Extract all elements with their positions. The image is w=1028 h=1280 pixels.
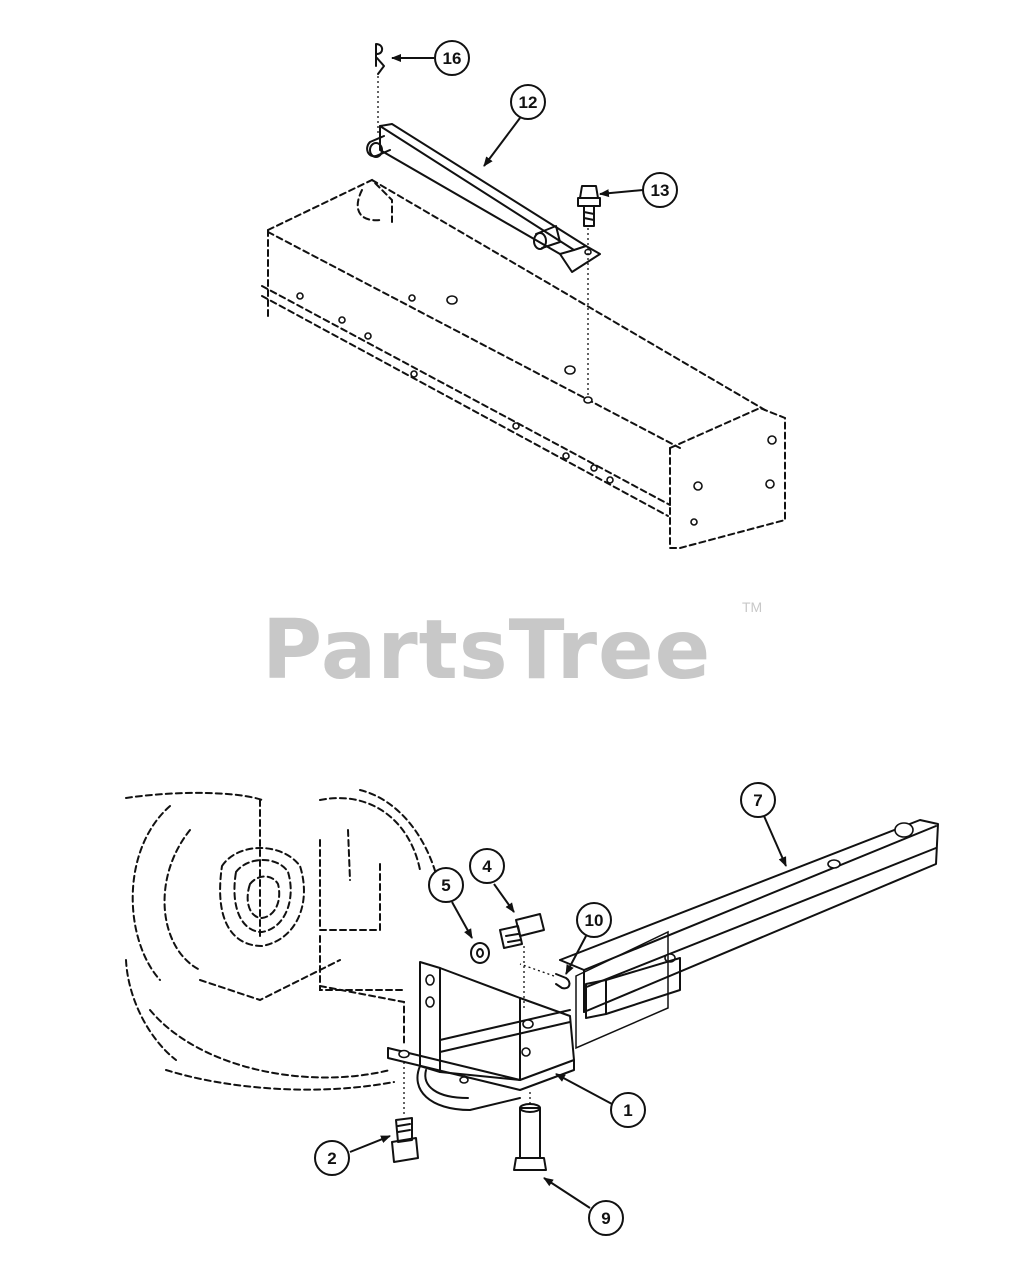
callout-12: 12 xyxy=(483,84,546,167)
callout-1: 1 xyxy=(555,1073,646,1128)
callout-1-label: 1 xyxy=(623,1101,632,1120)
callout-16-label: 16 xyxy=(443,49,462,68)
callout-9-label: 9 xyxy=(601,1209,610,1228)
hitch-bar-part-7 xyxy=(559,819,939,1050)
callout-10-label: 10 xyxy=(585,911,604,930)
hairpin-clip-part-16 xyxy=(375,43,385,134)
callout-13-label: 13 xyxy=(651,181,670,200)
watermark-text: PartsTree xyxy=(262,603,711,698)
callout-16: 16 xyxy=(391,40,470,76)
callout-12-label: 12 xyxy=(519,93,538,112)
callout-2-label: 2 xyxy=(327,1149,336,1168)
watermark: PartsTree TM xyxy=(262,599,762,698)
frame-rail xyxy=(261,178,786,549)
callout-13: 13 xyxy=(599,172,678,208)
hitch-bracket-part-1 xyxy=(387,961,575,1111)
bolt-part-2 xyxy=(319,985,419,1163)
washer-part-5 xyxy=(470,942,490,964)
callout-5-label: 5 xyxy=(441,876,450,895)
callout-4-label: 4 xyxy=(482,857,492,876)
callout-5: 5 xyxy=(428,867,473,939)
watermark-trademark: TM xyxy=(742,599,762,615)
bolt-part-13 xyxy=(577,185,601,404)
callout-2: 2 xyxy=(314,1135,391,1176)
bolt-part-4 xyxy=(499,913,545,1010)
callout-9: 9 xyxy=(543,1177,624,1236)
cotter-pin-part-10 xyxy=(519,963,571,990)
callout-7-label: 7 xyxy=(753,791,762,810)
callout-4: 4 xyxy=(469,848,515,913)
callout-7: 7 xyxy=(740,782,787,867)
transmission-housing xyxy=(125,789,441,1091)
pin-part-9 xyxy=(513,1092,547,1171)
callout-10: 10 xyxy=(565,902,612,975)
